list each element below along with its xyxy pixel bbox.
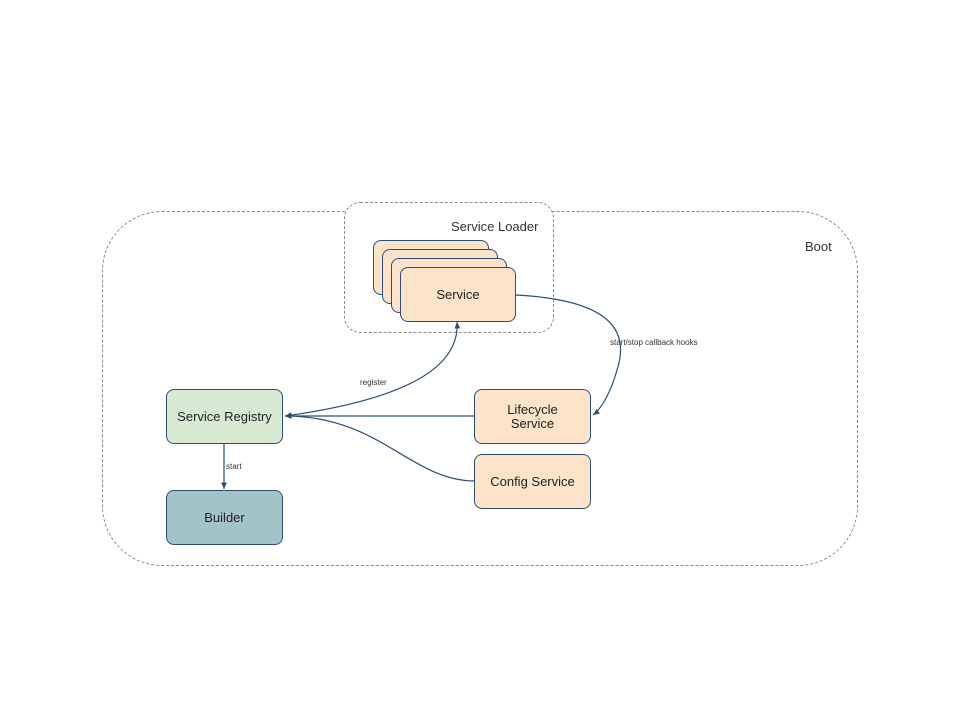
register-label: register xyxy=(360,378,387,387)
start-stop-hooks-label: start/stop callback hooks xyxy=(610,338,698,347)
service-loader-label: Service Loader xyxy=(451,219,539,234)
builder-node[interactable]: Builder xyxy=(166,490,283,545)
callback-hooks-connector xyxy=(515,294,622,416)
boot-group-label: Boot xyxy=(805,239,832,254)
lifecycle-service-node[interactable]: Lifecycle Service xyxy=(474,389,591,444)
register-connector xyxy=(284,321,461,418)
service-node[interactable]: Service xyxy=(400,267,516,322)
config-service-node[interactable]: Config Service xyxy=(474,454,591,509)
config-to-registry-connector xyxy=(284,413,475,482)
service-registry-node[interactable]: Service Registry xyxy=(166,389,283,444)
start-label: start xyxy=(226,462,242,471)
